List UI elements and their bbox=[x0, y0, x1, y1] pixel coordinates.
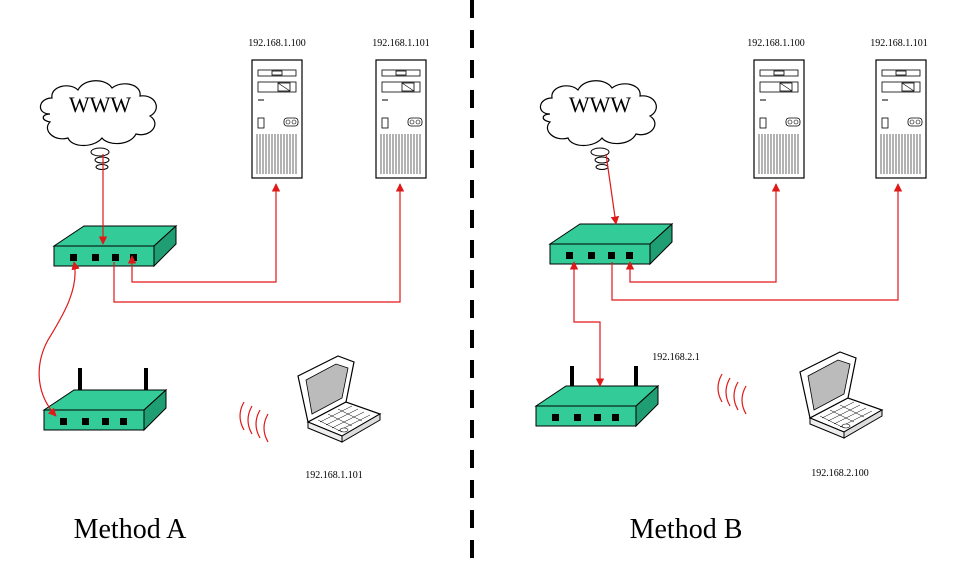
server-tower-icon bbox=[875, 59, 927, 179]
server1-ip-label: 192.168.1.100 bbox=[248, 38, 306, 49]
method-a-title: Method A bbox=[74, 514, 188, 545]
cloud-label: WWW bbox=[569, 92, 632, 117]
method-a-panel: WWW 192.168.1.100 192.168.1.101 192.168.… bbox=[38, 38, 430, 545]
server2-ip-label: 192.168.1.101 bbox=[870, 38, 928, 49]
method-b-title: Method B bbox=[630, 514, 743, 545]
wireless-signal-icon bbox=[239, 401, 269, 443]
server1-ip-label: 192.168.1.100 bbox=[747, 38, 805, 49]
method-b-panel: WWW 192.168.1.100 192.168.1.101 192.168.… bbox=[535, 38, 928, 545]
switch-icon bbox=[53, 225, 177, 267]
wire-switch-server2 bbox=[113, 183, 405, 303]
server2-ip-label: 192.168.1.101 bbox=[372, 38, 430, 49]
wire-switch-server1 bbox=[127, 183, 281, 283]
server-tower-icon bbox=[251, 59, 303, 179]
wire-switch-server2 bbox=[611, 183, 903, 301]
laptop-icon bbox=[297, 355, 381, 443]
wire-switch-router bbox=[38, 261, 80, 417]
wireless-router-icon bbox=[535, 366, 659, 427]
wire-switch-router bbox=[569, 261, 605, 387]
server-tower-icon bbox=[753, 59, 805, 179]
switch-icon bbox=[549, 223, 673, 265]
laptop-icon bbox=[799, 351, 883, 439]
wireless-router-icon bbox=[43, 368, 167, 431]
router-ip-label: 192.168.2.1 bbox=[652, 352, 700, 363]
wire-cloud-switch bbox=[605, 153, 620, 225]
laptop-ip-label: 192.168.1.101 bbox=[305, 470, 363, 481]
cloud-label: WWW bbox=[69, 92, 132, 117]
wire-switch-server1 bbox=[625, 183, 781, 283]
laptop-ip-label: 192.168.2.100 bbox=[811, 468, 869, 479]
server-tower-icon bbox=[375, 59, 427, 179]
wireless-signal-icon bbox=[717, 373, 747, 415]
